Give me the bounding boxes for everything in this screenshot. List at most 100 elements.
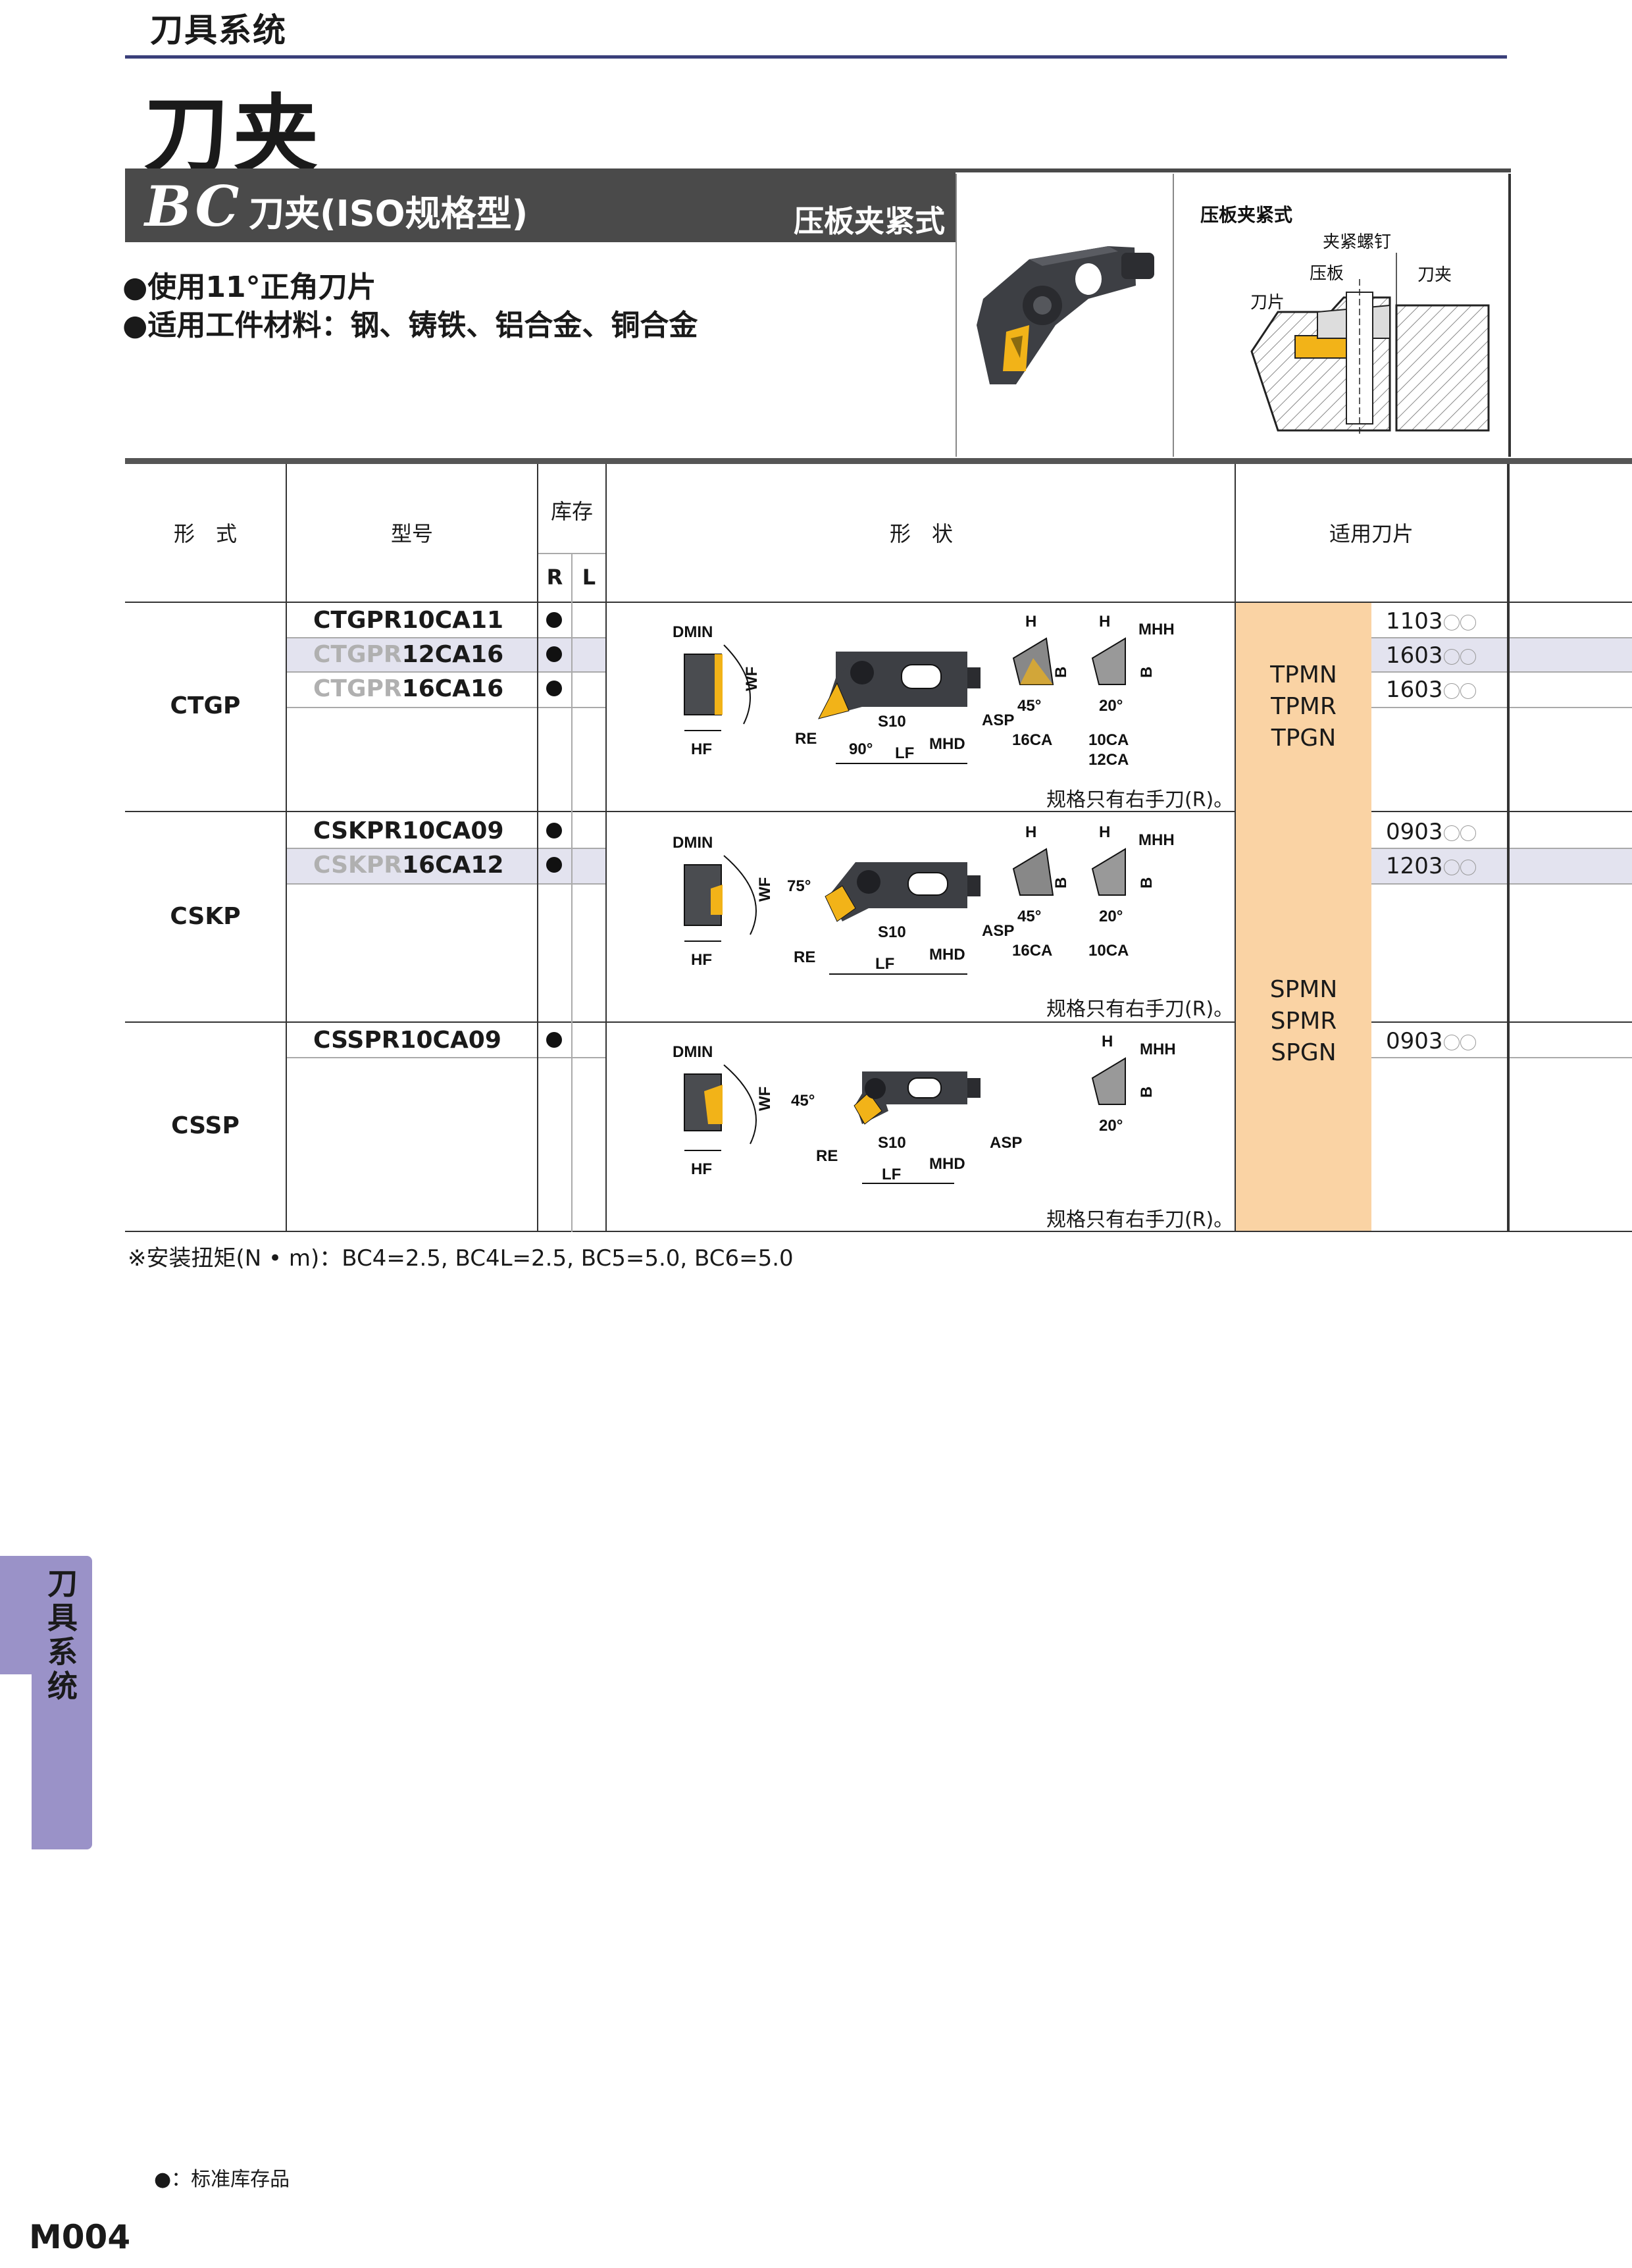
clamp-cross-section-icon: 压板夹紧式 夹紧螺钉 压板 刀夹 刀片 — [1200, 205, 1490, 437]
divider — [1371, 1057, 1632, 1058]
svg-text:LF: LF — [895, 744, 914, 762]
stock-dot — [546, 857, 562, 873]
table-bottom-rule — [125, 1231, 1632, 1232]
svg-text:45°: 45° — [1017, 697, 1041, 715]
svg-text:HF: HF — [691, 740, 712, 758]
feature-2: ●适用工件材料：钢、铸铁、铝合金、铜合金 — [122, 309, 698, 342]
stock-legend: ●：标准库存品 — [154, 2168, 290, 2191]
model-cskpr10ca09: CSKPR10CA09 — [313, 817, 504, 844]
svg-text:MHD: MHD — [929, 735, 965, 753]
divider — [125, 1021, 1236, 1023]
header-shape: 形 状 — [889, 521, 953, 546]
svg-text:B: B — [1052, 667, 1070, 678]
svg-text:S10: S10 — [878, 1134, 906, 1152]
divider — [287, 1057, 605, 1058]
svg-text:16CA: 16CA — [1012, 942, 1052, 960]
svg-text:S10: S10 — [878, 713, 906, 731]
header-stock-r: R — [546, 565, 563, 590]
svg-text:10CA: 10CA — [1088, 942, 1129, 960]
divider — [287, 883, 605, 885]
insert-code: 1603 — [1386, 677, 1476, 703]
divider — [125, 602, 1632, 603]
stock-dot — [546, 612, 562, 628]
svg-text:H: H — [1099, 823, 1110, 841]
svg-text:10CA: 10CA — [1088, 731, 1129, 749]
label-screw: 夹紧螺钉 — [1323, 232, 1391, 251]
svg-text:B: B — [1138, 667, 1156, 678]
divider — [287, 637, 605, 638]
header-form: 形 式 — [173, 521, 237, 546]
svg-text:HF: HF — [691, 951, 712, 969]
divider — [1371, 707, 1632, 708]
note-right-hand: 规格只有右手刀(R)。 — [1046, 1208, 1234, 1231]
label-holder: 刀夹 — [1417, 265, 1452, 284]
insert-code: 1103 — [1386, 608, 1476, 634]
side-tab — [32, 1556, 92, 1849]
top-rule — [125, 55, 1507, 59]
feature-1: ●使用11°正角刀片 — [122, 271, 376, 304]
clamp-diagram-title: 压板夹紧式 — [1200, 205, 1292, 225]
model-ctgpr12ca16: CTGPR12CA16 — [313, 641, 504, 668]
svg-text:RE: RE — [795, 730, 817, 748]
box-top-rule — [956, 168, 1511, 172]
insert-grade-column — [1236, 603, 1371, 1231]
svg-text:45°: 45° — [791, 1092, 815, 1110]
model-csspr10ca09: CSSPR10CA09 — [313, 1027, 501, 1054]
row-highlight — [287, 849, 538, 883]
torque-footnote: ※安装扭矩(N • m)：BC4=2.5, BC4L=2.5, BC5=5.0,… — [128, 1245, 794, 1272]
svg-text:S10: S10 — [878, 923, 906, 941]
divider — [1371, 1021, 1632, 1023]
svg-text:16CA: 16CA — [1012, 731, 1052, 749]
svg-text:B: B — [1138, 877, 1156, 889]
form-ctgp: CTGP — [170, 692, 241, 719]
stock-dot — [546, 1032, 562, 1048]
svg-text:LF: LF — [875, 955, 894, 973]
row-highlight — [1371, 849, 1632, 883]
svg-text:B: B — [1138, 1087, 1156, 1098]
header-model: 型号 — [390, 521, 433, 546]
svg-text:MHH: MHH — [1138, 831, 1175, 849]
insert-code: 0903 — [1386, 819, 1476, 845]
note-right-hand: 规格只有右手刀(R)。 — [1046, 998, 1234, 1021]
stock-dot — [546, 681, 562, 696]
svg-text:H: H — [1025, 613, 1036, 631]
divider — [125, 811, 1236, 812]
col-divider — [286, 464, 287, 1232]
side-tab-text: 刀具系统 — [47, 1566, 78, 1704]
page-number: M004 — [29, 2218, 131, 2256]
col-divider — [605, 464, 607, 1232]
svg-text:90°: 90° — [849, 740, 873, 758]
col-divider — [537, 464, 538, 1232]
svg-text:WF: WF — [743, 667, 761, 691]
header-stock-l: L — [582, 565, 596, 590]
cssp-shape-drawing: DMIN WF HF RE 45° S10 LF MHD ASP H MHH B… — [673, 1033, 1176, 1184]
ctgp-shape-drawing: DMIN WF HF RE 90° S10 LF MHD ASP H H MHH… — [673, 613, 1175, 769]
form-cssp: CSSP — [171, 1112, 240, 1139]
side-tab-left — [0, 1556, 32, 1674]
model-ctgpr16ca16: CTGPR16CA16 — [313, 675, 504, 702]
col-divider — [1235, 464, 1236, 1232]
svg-text:RE: RE — [794, 948, 815, 966]
divider — [287, 707, 605, 708]
svg-text:WF: WF — [756, 1087, 774, 1111]
svg-text:ASP: ASP — [982, 922, 1014, 940]
table-top-rule — [125, 458, 1632, 464]
header-insert: 适用刀片 — [1329, 521, 1414, 546]
svg-text:HF: HF — [691, 1160, 712, 1178]
insert-code: 1203 — [1386, 853, 1476, 879]
series-logo: BC — [145, 174, 242, 239]
header-stock: 库存 — [550, 499, 593, 524]
svg-text:H: H — [1025, 823, 1036, 841]
divider — [287, 671, 605, 673]
divider — [287, 848, 605, 849]
col-divider — [571, 553, 573, 1232]
svg-text:LF: LF — [882, 1166, 901, 1183]
svg-text:DMIN: DMIN — [673, 834, 713, 852]
col-divider — [1507, 464, 1510, 1232]
divider — [1371, 883, 1632, 885]
label-plate: 压板 — [1310, 263, 1344, 283]
stock-dot — [546, 823, 562, 838]
svg-text:75°: 75° — [787, 877, 811, 895]
svg-text:ASP: ASP — [982, 711, 1014, 729]
